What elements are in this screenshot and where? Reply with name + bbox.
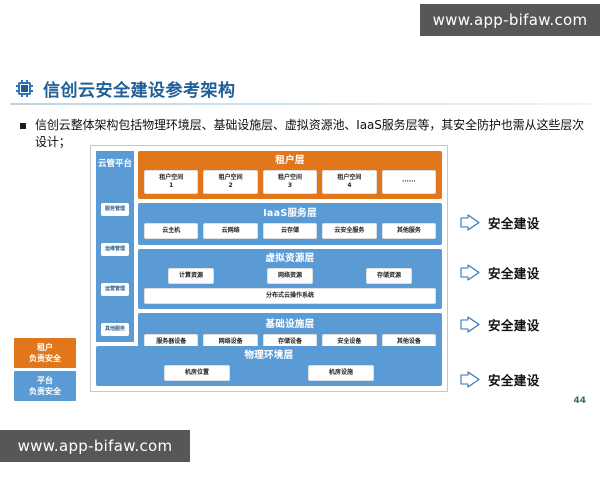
- layer-physical-environment: 物理环境层 机房位置 机房设施: [96, 346, 442, 386]
- layer-physical-environment-title: 物理环境层: [244, 350, 294, 361]
- mgmt-chip-operations: 运维管理: [101, 243, 129, 256]
- bullet-marker-icon: [20, 123, 26, 129]
- security-construction-item-2: 安全建设: [460, 263, 540, 282]
- watermark-top-text: www.app-bifaw.com: [432, 11, 588, 29]
- legend-tenant-line1: 租户: [37, 343, 53, 352]
- layer-virtual-resource-title: 虚拟资源层: [265, 253, 315, 264]
- mgmt-chip-service: 服务管理: [101, 203, 129, 216]
- page-header: 信创云安全建设参考架构: [16, 76, 236, 101]
- legend-tenant-line2: 负责安全: [29, 354, 61, 363]
- mgmt-chip-business: 运营管理: [101, 283, 129, 296]
- right-arrow-icon: [460, 371, 480, 388]
- node-cloud-security-service: 云安全服务: [322, 223, 377, 239]
- page-title: 信创云安全建设参考架构: [43, 81, 236, 101]
- security-construction-item-4: 安全建设: [460, 370, 540, 389]
- legend-tenant-responsibility: 租户 负责安全: [14, 338, 76, 368]
- legend-platform-responsibility: 平台 负责安全: [14, 371, 76, 401]
- security-construction-label-1: 安全建设: [488, 216, 540, 231]
- node-datacenter-facility: 机房设施: [308, 365, 374, 381]
- node-datacenter-location: 机房位置: [164, 365, 230, 381]
- mgmt-chip-other: 其他服务: [101, 323, 129, 336]
- cloud-management-platform-label: 云管平台: [97, 159, 132, 169]
- layer-tenant-title: 租户层: [275, 155, 305, 166]
- node-distributed-cloud-os: 分布式云操作系统: [144, 288, 436, 304]
- watermark-bottom: www.app-bifaw.com: [0, 430, 190, 462]
- page-number: 44: [573, 396, 586, 406]
- node-network-resource: 网络资源: [267, 268, 313, 284]
- responsibility-legend: 租户 负责安全 平台 负责安全: [14, 338, 76, 401]
- title-divider: [10, 103, 590, 105]
- right-arrow-icon: [460, 316, 480, 333]
- node-cloud-storage: 云存储: [262, 223, 318, 239]
- node-tenant-space-more: ······: [381, 170, 437, 194]
- right-arrow-icon: [460, 264, 480, 281]
- node-storage-resource: 存储资源: [366, 268, 412, 284]
- bullet-item: 信创云整体架构包括物理环境层、基础设施层、虚拟资源池、IaaS服务层等，其安全防…: [20, 117, 590, 151]
- right-arrow-icon: [460, 214, 480, 231]
- cloud-management-rail: 云管平台 服务管理 运维管理 运营管理 其他服务: [96, 151, 134, 342]
- layer-infrastructure-title: 基础设施层: [265, 319, 315, 330]
- chip-icon: [16, 80, 33, 97]
- security-construction-item-3: 安全建设: [460, 315, 540, 334]
- legend-platform-line2: 负责安全: [29, 387, 61, 396]
- node-cloud-network: 云网络: [203, 223, 258, 239]
- security-construction-label-3: 安全建设: [488, 318, 540, 333]
- node-compute-resource: 计算资源: [168, 268, 214, 284]
- security-construction-label-4: 安全建设: [488, 373, 540, 388]
- node-other-service: 其他服务: [381, 223, 437, 239]
- node-cloud-host: 云主机: [144, 223, 199, 239]
- watermark-top: www.app-bifaw.com: [420, 4, 600, 36]
- layer-iaas: IaaS服务层 云主机 云网络 云存储 云安全服务 其他服务: [138, 203, 442, 245]
- layer-virtual-resource: 虚拟资源层 计算资源 网络资源 存储资源 分布式云操作系统: [138, 249, 442, 309]
- watermark-bottom-text: www.app-bifaw.com: [17, 437, 173, 455]
- security-construction-item-1: 安全建设: [460, 213, 540, 232]
- layer-iaas-title: IaaS服务层: [263, 208, 317, 219]
- security-construction-label-2: 安全建设: [488, 266, 540, 281]
- bullet-text: 信创云整体架构包括物理环境层、基础设施层、虚拟资源池、IaaS服务层等，其安全防…: [35, 118, 585, 149]
- legend-platform-line1: 平台: [37, 376, 53, 385]
